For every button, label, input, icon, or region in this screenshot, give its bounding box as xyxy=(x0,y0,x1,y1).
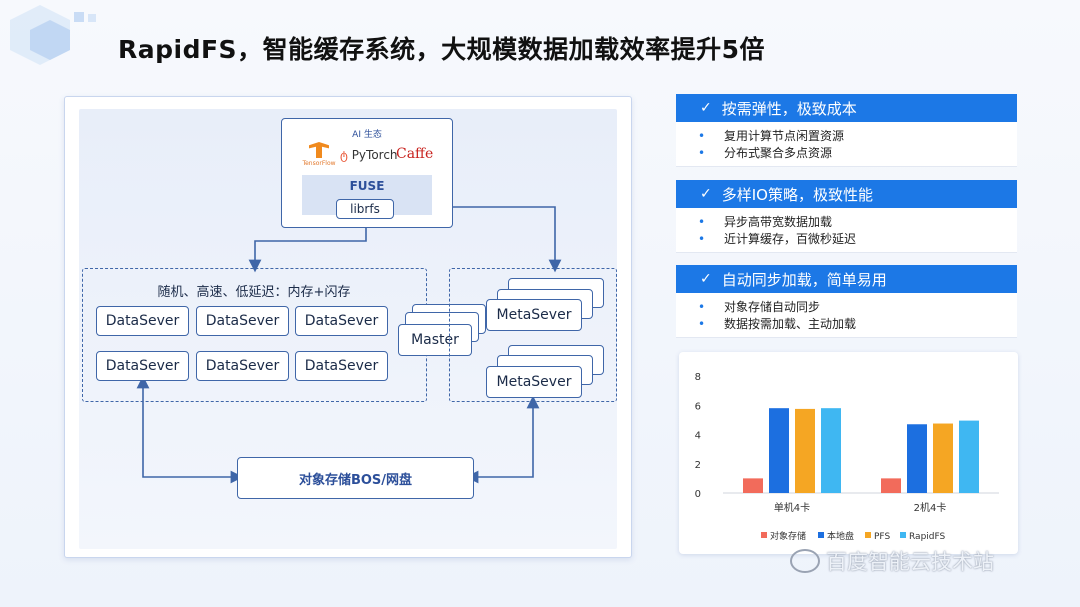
y-tick-label: 0 xyxy=(695,489,701,500)
bar-对象存储 xyxy=(881,478,901,493)
page-title: RapidFS，智能缓存系统，大规模数据加载效率提升5倍 xyxy=(118,35,765,64)
metaserver-box: MetaSever xyxy=(486,299,582,331)
y-tick-label: 4 xyxy=(695,431,701,442)
dataserver-box: DataSever xyxy=(96,351,189,381)
legend-label: 本地盘 xyxy=(827,530,854,542)
librfs-box: librfs xyxy=(336,199,394,219)
feature-item: 对象存储自动同步 xyxy=(698,299,1017,316)
feature-item: 数据按需加载、主动加载 xyxy=(698,316,1017,333)
bar-RapidFS xyxy=(821,408,841,493)
dataserver-group-title: 随机、高速、低延迟：内存+闪存 xyxy=(157,285,351,300)
legend-swatch xyxy=(865,532,871,538)
check-icon: ✓ xyxy=(700,186,712,202)
feature-item: 近计算缓存，百微秒延迟 xyxy=(698,231,1017,248)
legend-swatch xyxy=(818,532,824,538)
fuse-label: FUSE xyxy=(349,179,385,193)
ai-ecosystem-box: AI 生态 TensorFlow ტ PyTorch Caffe FUSE li… xyxy=(281,118,453,228)
caffe-logo: Caffe xyxy=(396,146,434,162)
dataserver-box: DataSever xyxy=(196,306,289,336)
dataserver-box: DataSever xyxy=(295,351,388,381)
bar-RapidFS xyxy=(959,420,979,493)
feature-section: ✓ 按需弹性，极致成本 复用计算节点闲置资源 分布式聚合多点资源 xyxy=(676,94,1017,167)
x-tick-label: 2机4卡 xyxy=(914,501,947,514)
y-tick-label: 8 xyxy=(695,372,701,383)
feature-item: 复用计算节点闲置资源 xyxy=(698,128,1017,145)
tensorflow-label: TensorFlow xyxy=(302,160,336,167)
feature-header-label: 多样IO策略，极致性能 xyxy=(721,185,873,204)
metaserver-box: MetaSever xyxy=(486,366,582,398)
feature-header: ✓ 多样IO策略，极致性能 xyxy=(676,180,1017,208)
feature-body: 复用计算节点闲置资源 分布式聚合多点资源 xyxy=(676,122,1017,167)
feature-item: 异步高带宽数据加载 xyxy=(698,214,1017,231)
dataserver-box: DataSever xyxy=(295,306,388,336)
legend-swatch xyxy=(900,532,906,538)
pytorch-flame-icon: ტ xyxy=(340,148,348,162)
feature-header-label: 按需弹性，极致成本 xyxy=(721,99,857,118)
check-icon: ✓ xyxy=(700,100,712,116)
object-storage-box: 对象存储BOS/网盘 xyxy=(237,457,474,499)
performance-chart-panel: 0 2 4 6 8 单机4卡 2机4卡对象存储 本地盘 PFS RapidFS xyxy=(679,352,1018,554)
bar-本地盘 xyxy=(769,408,789,493)
dataserver-box: DataSever xyxy=(196,351,289,381)
metaserver-group xyxy=(449,268,617,402)
pytorch-logo: ტ PyTorch xyxy=(340,148,398,162)
bar-本地盘 xyxy=(907,424,927,493)
feature-item: 分布式聚合多点资源 xyxy=(698,145,1017,162)
legend-label: 对象存储 xyxy=(770,530,806,542)
legend-label: RapidFS xyxy=(909,532,946,542)
bar-对象存储 xyxy=(743,478,763,493)
feature-body: 异步高带宽数据加载 近计算缓存，百微秒延迟 xyxy=(676,208,1017,253)
ai-ecosystem-label: AI 生态 xyxy=(352,130,382,140)
master-box: Master xyxy=(398,324,472,356)
feature-section: ✓ 多样IO策略，极致性能 异步高带宽数据加载 近计算缓存，百微秒延迟 xyxy=(676,180,1017,253)
watermark: 百度智能云技术站 xyxy=(790,546,994,576)
y-tick-label: 2 xyxy=(695,460,701,471)
tensorflow-icon xyxy=(309,142,329,158)
wechat-icon xyxy=(790,549,820,573)
feature-body: 对象存储自动同步 数据按需加载、主动加载 xyxy=(676,293,1017,338)
bar-PFS xyxy=(933,423,953,493)
watermark-text: 百度智能云技术站 xyxy=(826,550,994,574)
feature-header-label: 自动同步加载，简单易用 xyxy=(721,270,887,289)
y-tick-label: 6 xyxy=(695,401,701,412)
corner-decoration xyxy=(10,5,96,65)
check-icon: ✓ xyxy=(700,271,712,287)
feature-section: ✓ 自动同步加载，简单易用 对象存储自动同步 数据按需加载、主动加载 xyxy=(676,265,1017,338)
feature-header: ✓ 自动同步加载，简单易用 xyxy=(676,265,1017,293)
tensorflow-logo: TensorFlow xyxy=(302,142,336,167)
legend-swatch xyxy=(761,532,767,538)
legend-label: PFS xyxy=(874,532,890,542)
dataserver-box: DataSever xyxy=(96,306,189,336)
feature-header: ✓ 按需弹性，极致成本 xyxy=(676,94,1017,122)
pytorch-label: PyTorch xyxy=(351,148,398,162)
x-tick-label: 单机4卡 xyxy=(774,501,810,514)
bar-PFS xyxy=(795,408,815,493)
